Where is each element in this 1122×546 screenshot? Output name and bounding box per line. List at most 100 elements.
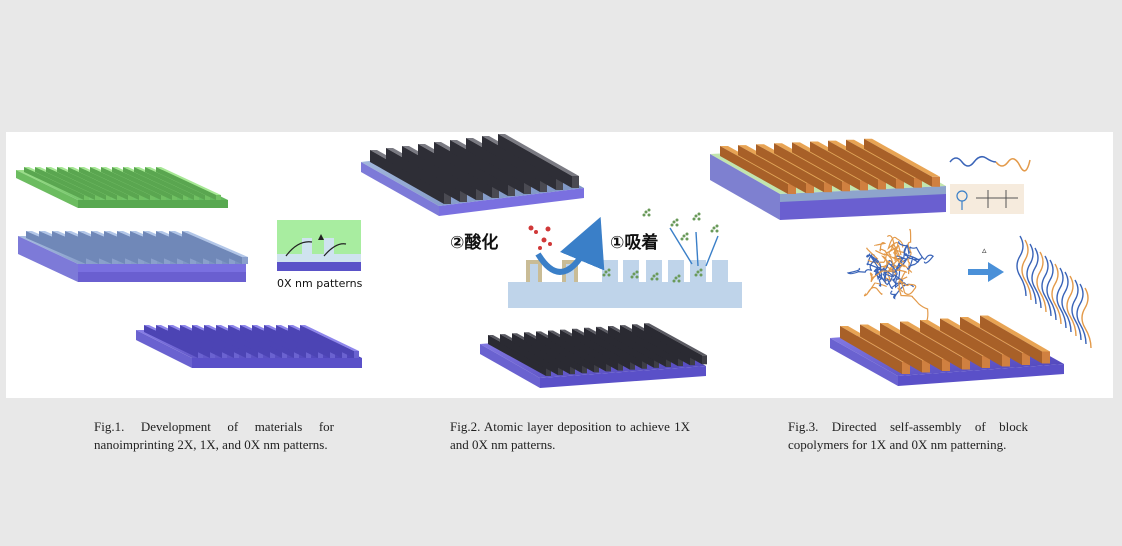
ridge — [864, 138, 940, 177]
ridge — [52, 231, 112, 264]
ridge — [702, 355, 707, 365]
ridge — [168, 325, 222, 358]
lamella-strand — [1036, 251, 1047, 313]
molecule — [685, 237, 689, 241]
ridge — [143, 231, 203, 264]
ridge — [942, 359, 950, 371]
ridge — [418, 144, 492, 198]
ridge — [240, 325, 294, 358]
ridge — [842, 181, 850, 192]
ridge — [980, 315, 1050, 352]
molecule — [699, 273, 703, 277]
ridge — [288, 325, 342, 358]
lamella-strand — [1021, 239, 1032, 301]
molecule — [685, 232, 689, 236]
ridge — [216, 195, 221, 200]
ridge — [276, 325, 330, 358]
ridge — [169, 231, 229, 264]
ridge — [864, 138, 932, 187]
lamella-strand — [1076, 283, 1087, 345]
cycle-arrow-icon — [535, 216, 605, 275]
ridge — [824, 182, 832, 193]
curved-arrow-icon — [323, 243, 347, 257]
molecule — [630, 275, 634, 279]
polymer-strand — [867, 255, 892, 268]
polymer-strand — [866, 245, 902, 263]
ridge — [466, 138, 540, 192]
ridge — [134, 167, 194, 200]
ridge — [644, 323, 702, 365]
ridge — [65, 231, 125, 264]
polymer-strand — [890, 241, 905, 257]
fig2-adsorption-label: ①吸着 — [610, 232, 658, 253]
ridge — [156, 325, 210, 358]
polymer-strand — [886, 234, 906, 271]
ridge — [101, 167, 161, 200]
ridge — [1022, 353, 1030, 365]
molecule — [642, 213, 646, 217]
ridge — [878, 179, 886, 190]
ridge — [548, 330, 606, 372]
lamella-strand — [1016, 235, 1027, 297]
ridge — [828, 140, 896, 189]
ridge — [792, 142, 860, 191]
molecule — [694, 214, 698, 218]
ridge — [962, 357, 970, 370]
ridge — [182, 231, 242, 264]
ridge — [632, 324, 690, 366]
polymer-strand — [869, 265, 896, 283]
ridge — [130, 231, 190, 264]
lamella-strand — [1046, 259, 1057, 321]
fig1-caption: Fig.1. Development of materials for nano… — [94, 419, 334, 452]
fig2-top-dark-pattern — [361, 134, 584, 216]
molecule — [696, 270, 700, 274]
ridge — [26, 231, 86, 264]
polymer-strand — [898, 278, 917, 295]
figure-illustrations: 0X nm patterns ②酸化 ①吸着 — [16, 134, 1092, 388]
ridge — [402, 146, 476, 200]
fig2-bottom-ridges — [488, 323, 707, 376]
molecule — [672, 220, 676, 224]
fig2-adsorption-arrows — [669, 227, 719, 267]
ridge — [896, 178, 904, 189]
ridge — [354, 351, 359, 358]
ridge — [68, 167, 128, 200]
molecule — [602, 273, 606, 277]
ridge — [584, 327, 642, 369]
lamella-strand — [1041, 255, 1052, 317]
ridge — [104, 231, 164, 264]
ridge — [117, 231, 177, 264]
molecule — [710, 229, 714, 233]
ridge — [57, 167, 117, 200]
molecule — [650, 277, 654, 281]
molecule — [675, 223, 679, 227]
ridge — [300, 325, 354, 358]
molecule — [674, 276, 678, 280]
molecule — [652, 274, 656, 278]
molecule — [604, 270, 608, 274]
fig2-dark-ridges — [370, 134, 579, 204]
ridge — [806, 183, 814, 194]
ridge — [756, 144, 824, 193]
ridge — [46, 167, 106, 200]
molecule — [635, 275, 639, 279]
ridge — [860, 324, 922, 373]
ridge — [192, 325, 246, 358]
ridge — [35, 167, 95, 200]
ridge — [498, 134, 579, 176]
ridge — [156, 231, 216, 264]
ridge — [156, 167, 221, 195]
ridge — [644, 323, 707, 356]
molecule — [655, 277, 659, 281]
ridge — [960, 317, 1022, 365]
molecule — [715, 229, 719, 233]
ridge — [264, 325, 318, 358]
ridge — [386, 148, 460, 202]
ridge — [252, 325, 306, 358]
ridge — [980, 315, 1042, 364]
ridge — [482, 136, 556, 190]
ridge — [488, 335, 546, 376]
ridge — [738, 145, 806, 194]
ridge — [144, 325, 198, 358]
fig3-top-bcp-pattern — [710, 138, 946, 220]
